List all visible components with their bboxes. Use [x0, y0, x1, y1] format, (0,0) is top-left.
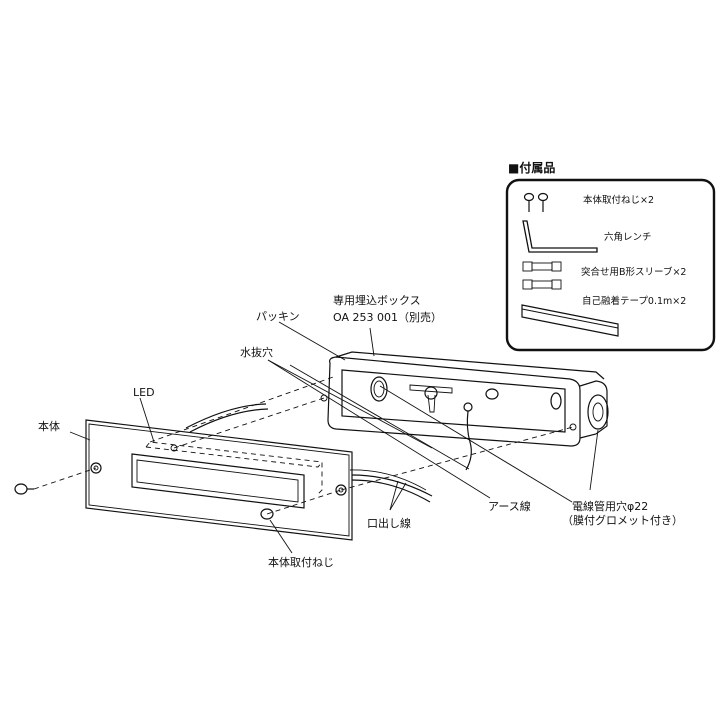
label-drain-hole: 水抜穴	[240, 345, 273, 359]
label-gasket: パッキン	[256, 310, 300, 323]
screws-icon	[523, 192, 549, 212]
tape-icon	[521, 304, 619, 337]
conduit-hole-icon	[370, 376, 388, 402]
grommet-icon	[587, 394, 609, 430]
label-conduit-hole: 電線管用穴φ22	[572, 499, 648, 513]
accessory-wrench-label: 六角レンチ	[604, 231, 652, 243]
accessories-panel: ■付属品 本体取付ねじ×2 六角レンチ 突合せ用B形スリーブ×2	[505, 160, 716, 352]
accessory-tape-label: 自己融着テープ0.1m×2	[582, 295, 686, 307]
label-conduit-grommet: （膜付グロメット付き）	[562, 513, 683, 527]
label-earth-wire: アース線	[488, 499, 531, 513]
embed-box	[320, 351, 609, 471]
accessory-screws-label: 本体取付ねじ×2	[583, 194, 654, 206]
label-box-name: 専用埋込ボックス	[333, 294, 421, 307]
label-lead-wire: 口出し線	[367, 516, 411, 530]
body-plate	[85, 419, 353, 541]
accessories-frame	[505, 178, 716, 352]
butt-sleeve-icon	[522, 261, 562, 290]
label-body-screw: 本体取付ねじ	[268, 555, 334, 569]
label-box-model: OA 253 001（別売）	[333, 311, 442, 324]
assembly-guides	[33, 375, 574, 515]
screw-icon	[14, 483, 34, 495]
accessory-sleeve-label: 突合せ用B形スリーブ×2	[581, 266, 686, 278]
accessories-title: ■付属品	[508, 160, 555, 175]
hex-wrench-icon	[522, 220, 598, 253]
leader-lines	[69, 321, 599, 554]
label-led: LED	[133, 386, 155, 399]
lead-wires	[185, 403, 433, 503]
label-body: 本体	[38, 419, 60, 433]
